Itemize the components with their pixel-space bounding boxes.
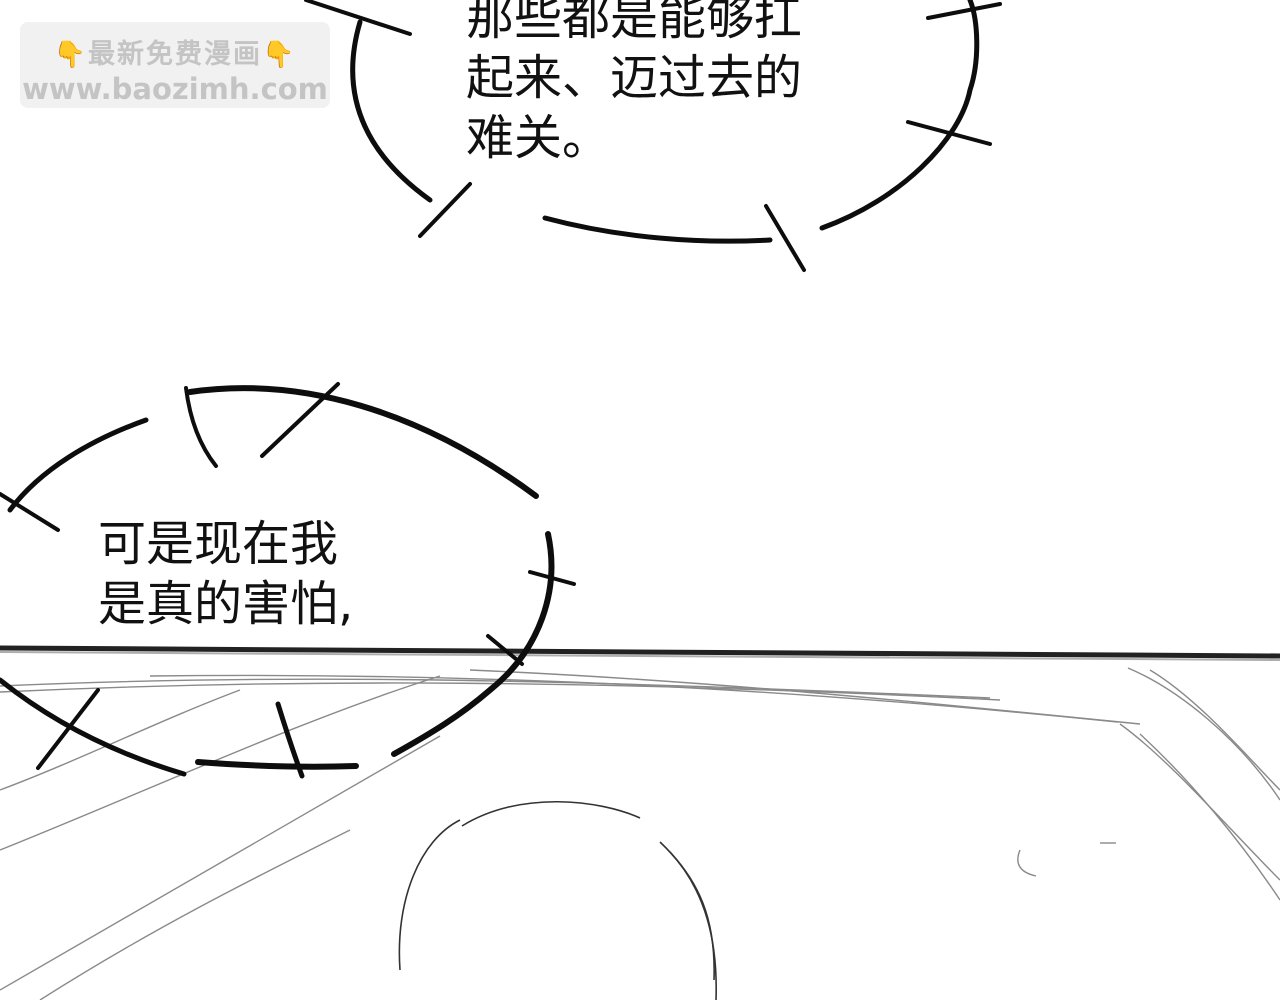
head-outline — [398, 800, 717, 1000]
watermark-title: 👇最新免费漫画👇 — [20, 32, 330, 71]
dialogue-line: 是真的害怕, — [98, 576, 354, 632]
watermark-url: www.baozimh.com — [22, 72, 328, 106]
dialogue-line: 难关。 — [466, 110, 611, 166]
speech-bubble-top-text: 那些都是能够扛 起来、迈过去的 难关。 — [466, 0, 802, 168]
dialogue-line: 可是现在我 — [98, 516, 339, 572]
dialogue-line: 起来、迈过去的 — [466, 50, 803, 106]
pointing-down-hand-icon: 👇 — [262, 40, 297, 70]
speech-bubble-left — [0, 382, 576, 779]
dialogue-line: 那些都是能够扛 — [466, 0, 803, 46]
speech-bubble-top — [304, 0, 1002, 272]
speech-bubble-left-text: 可是现在我 是真的害怕, — [98, 514, 353, 634]
watermark-title-text: 最新免费漫画 — [88, 39, 262, 70]
site-watermark: 👇最新免费漫画👇 www.baozimh.com — [20, 22, 330, 108]
pointing-down-hand-icon: 👇 — [53, 40, 88, 70]
sketch-lines — [0, 667, 1280, 1000]
horizon-line — [0, 645, 1280, 661]
